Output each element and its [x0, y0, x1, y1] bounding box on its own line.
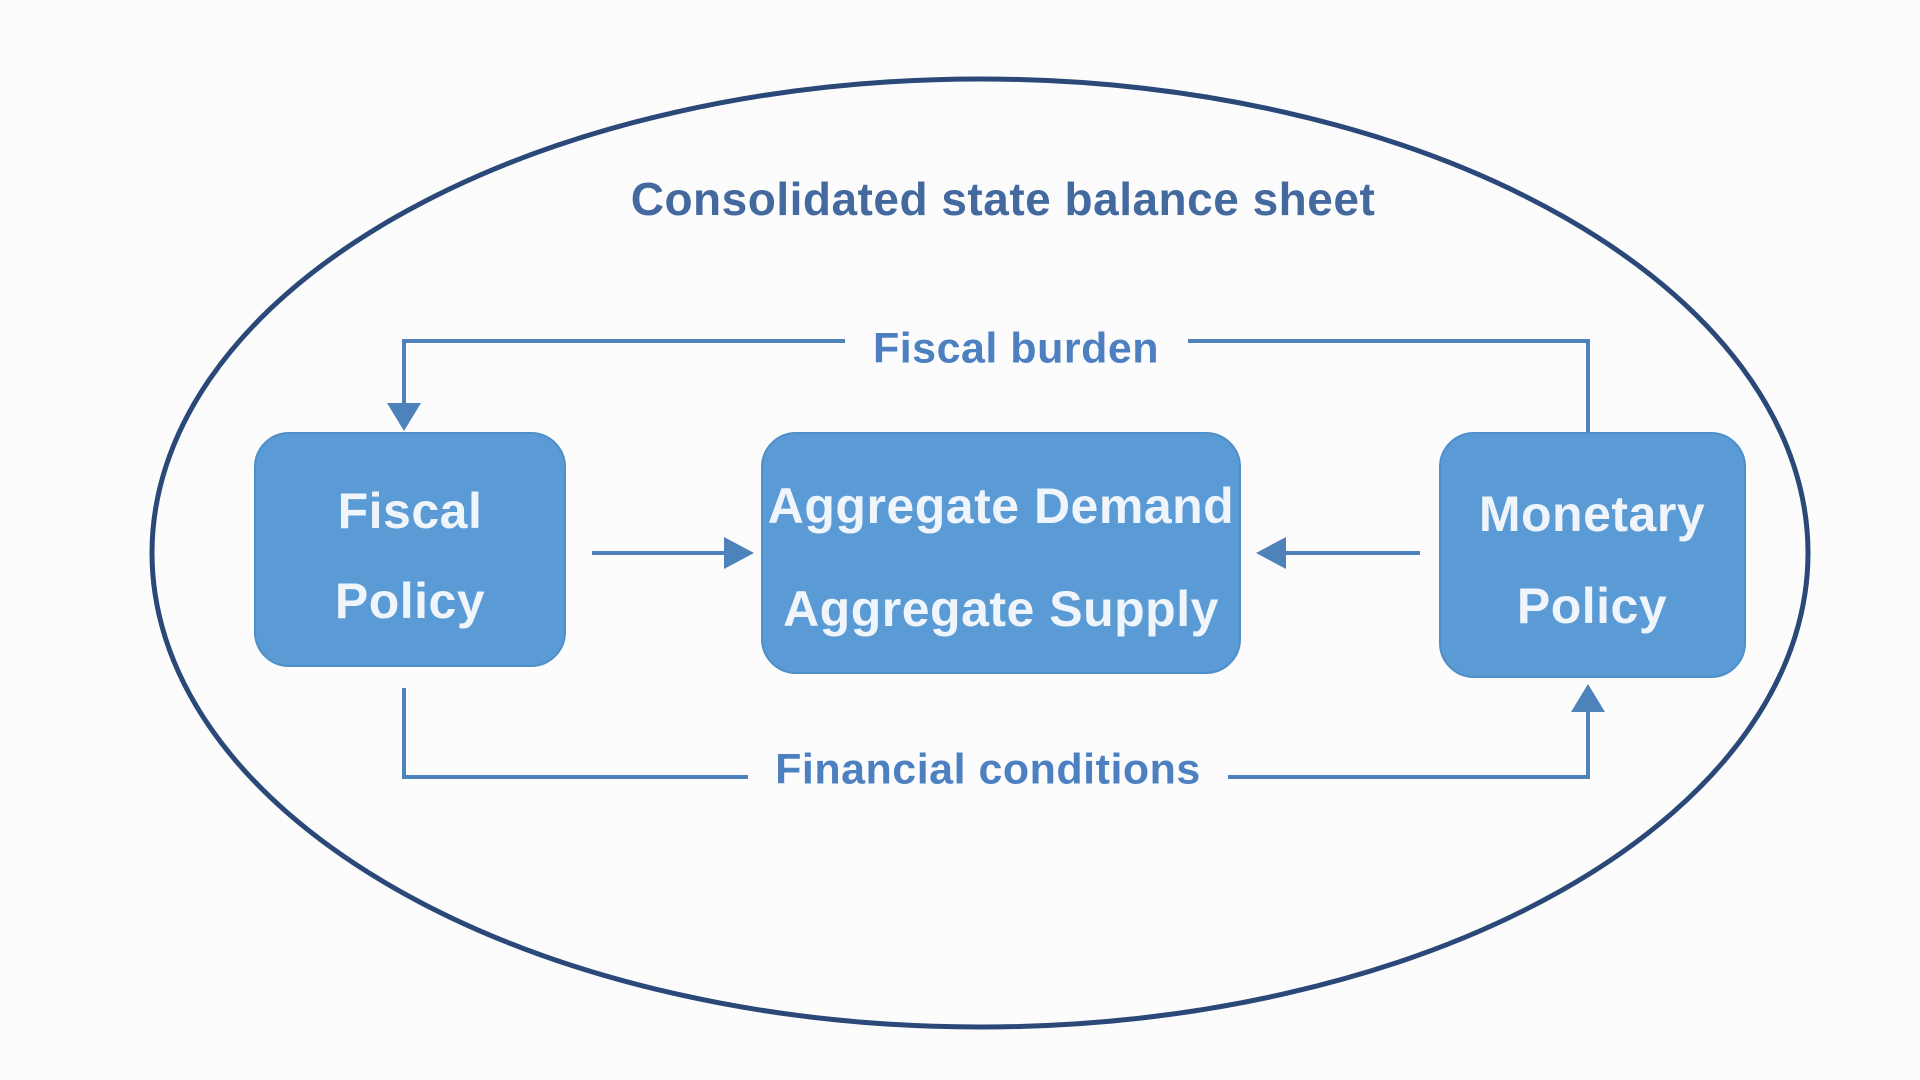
fiscal-burden-line-right	[1188, 339, 1590, 433]
fiscal-burden-line-left	[402, 339, 845, 403]
arrowhead-down-icon	[387, 403, 421, 431]
fiscal-policy-label-line2: Policy	[335, 573, 485, 629]
fiscal-policy-label-line1: Fiscal	[338, 483, 483, 539]
monetary-policy-label-line1: Monetary	[1479, 486, 1705, 542]
arrow-right-icon	[724, 537, 754, 569]
financial-conditions-label: Financial conditions	[775, 745, 1201, 793]
fiscal-to-aggregate-arrow	[592, 537, 754, 569]
arrowhead-up-icon	[1571, 684, 1605, 712]
monetary-policy-node: Monetary Policy	[1439, 432, 1746, 678]
fiscal-burden-label: Fiscal burden	[873, 324, 1159, 372]
monetary-to-aggregate-arrow	[1256, 537, 1420, 569]
fiscal-policy-node: Fiscal Policy	[254, 432, 566, 667]
financial-conditions-line-left	[402, 688, 748, 779]
diagram-title: Consolidated state balance sheet	[631, 173, 1376, 225]
aggregate-box	[761, 432, 1241, 674]
financial-conditions-path: Financial conditions	[402, 684, 1605, 793]
aggregate-node: Aggregate Demand Aggregate Supply	[761, 432, 1241, 674]
consolidated-balance-sheet-ellipse	[149, 76, 1811, 1030]
fiscal-policy-box	[254, 432, 566, 667]
aggregate-demand-label: Aggregate Demand	[768, 478, 1234, 534]
financial-conditions-line-right	[1228, 712, 1590, 779]
monetary-policy-label-line2: Policy	[1517, 578, 1667, 634]
aggregate-supply-label: Aggregate Supply	[783, 581, 1219, 637]
monetary-policy-box	[1439, 432, 1746, 678]
arrow-left-icon	[1256, 537, 1286, 569]
fiscal-burden-path: Fiscal burden	[387, 324, 1590, 433]
